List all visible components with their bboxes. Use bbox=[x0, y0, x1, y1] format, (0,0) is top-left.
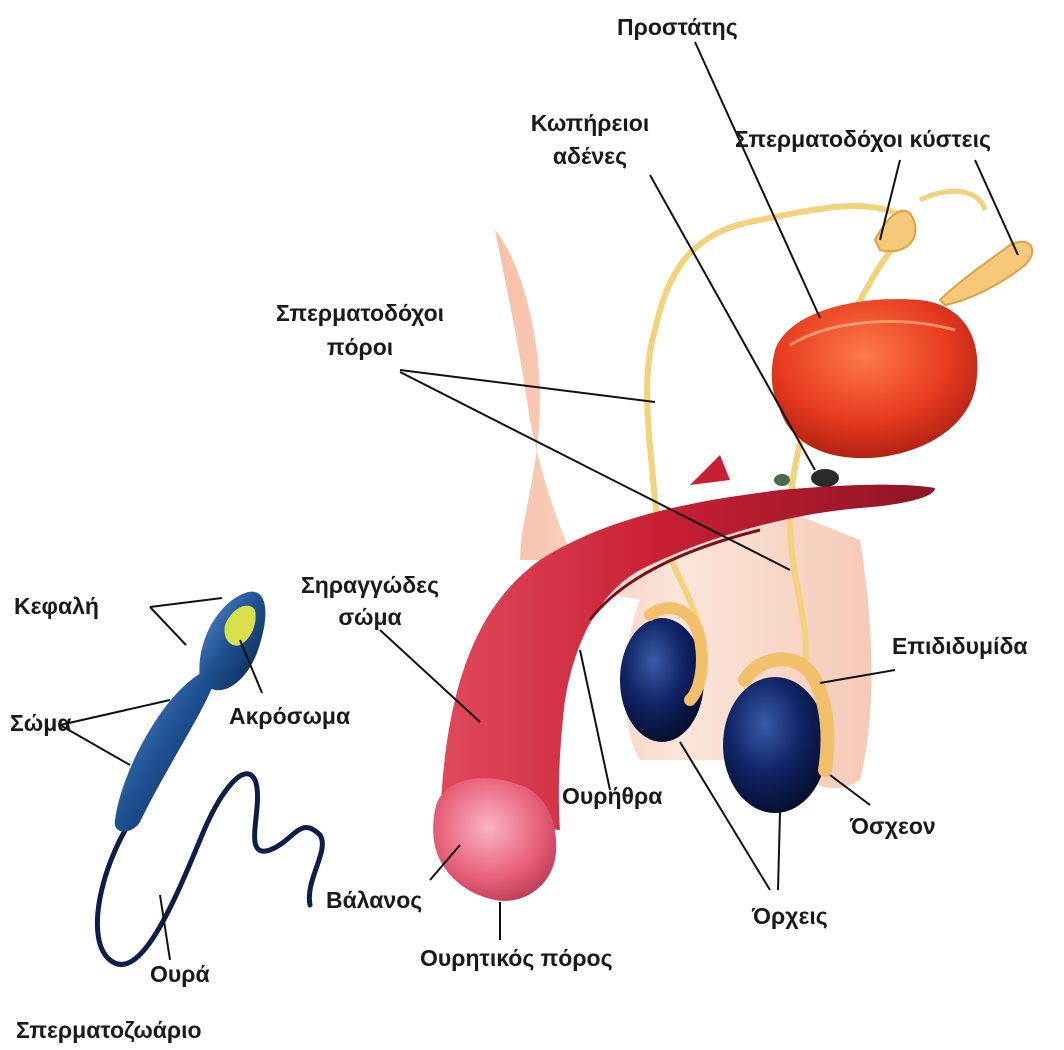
label-prostate: Προστάτης bbox=[617, 14, 738, 41]
sperm-body bbox=[115, 669, 216, 831]
label-sperm-body: Σώμα bbox=[10, 710, 71, 737]
seminal-vesicle-left bbox=[875, 211, 915, 251]
label-bulbourethral-1: Κωπήρειοι bbox=[510, 110, 670, 137]
label-seminal-vesicles: Σπερματοδόχοι κύστεις bbox=[735, 126, 991, 153]
glans bbox=[433, 778, 556, 901]
testis-left bbox=[620, 618, 704, 742]
label-sperm-head: Κεφαλή bbox=[14, 593, 99, 620]
label-corpus-spongiosum-2: σώμα bbox=[275, 604, 465, 631]
label-corpus-spongiosum-1: Σηραγγώδες bbox=[275, 572, 465, 599]
label-scrotum: Όσχεον bbox=[850, 813, 936, 840]
seminal-vesicle-right bbox=[940, 242, 1032, 305]
label-vas-deferens-2: πόροι bbox=[260, 334, 460, 361]
testis-right bbox=[723, 677, 827, 813]
bulbourethral-gland bbox=[811, 469, 839, 487]
label-testes: Όρχεις bbox=[752, 903, 828, 930]
label-vas-deferens-1: Σπερματοδόχοι bbox=[260, 300, 460, 327]
label-spermatozoon: Σπερματοζωάριο bbox=[16, 1017, 202, 1044]
label-bulbourethral-2: αδένες bbox=[510, 143, 670, 170]
label-urethral-opening: Ουρητικός πόρος bbox=[420, 945, 613, 972]
label-glans: Βάλανος bbox=[326, 887, 422, 914]
label-sperm-tail: Ουρά bbox=[150, 961, 210, 988]
label-acrosome: Ακρόσωμα bbox=[229, 703, 350, 730]
label-urethra: Ουρήθρα bbox=[562, 783, 662, 810]
label-epididymis: Επιδιδυμίδα bbox=[892, 633, 1028, 660]
